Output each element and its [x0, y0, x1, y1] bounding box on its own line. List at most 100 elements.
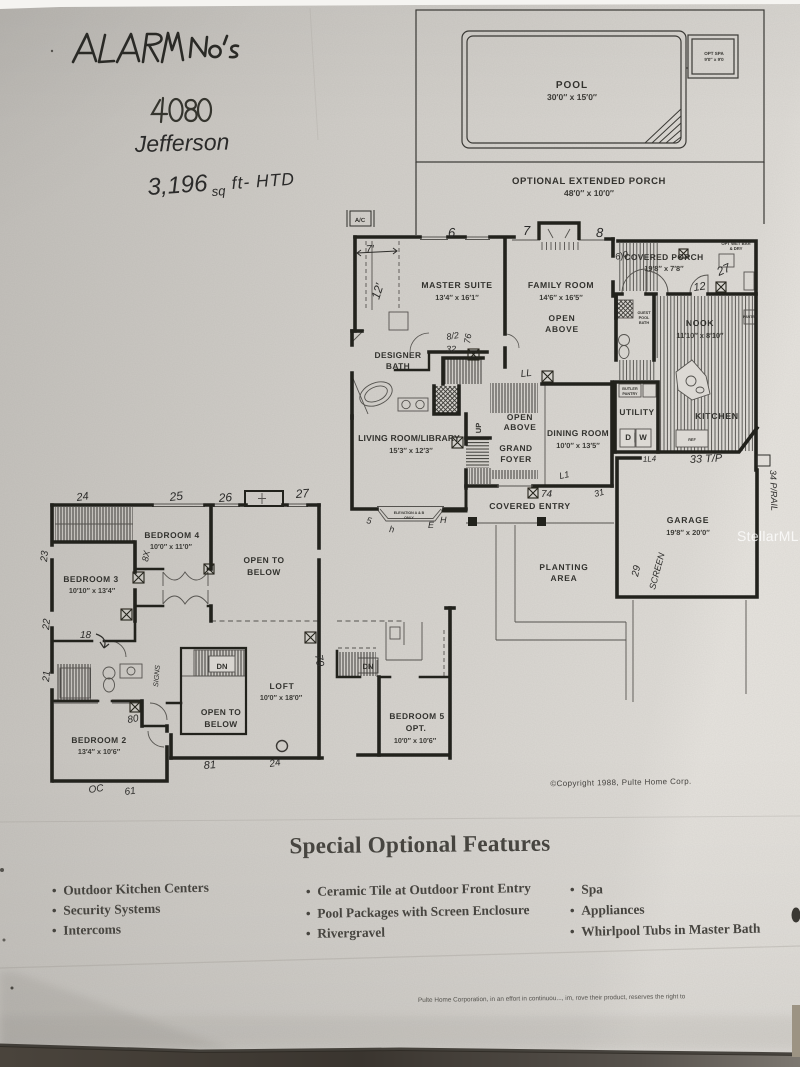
svg-text:31: 31 — [593, 487, 605, 499]
svg-text:15′3″ x 12′3″: 15′3″ x 12′3″ — [389, 446, 433, 455]
svg-text:E: E — [428, 520, 435, 530]
svg-text:OPEN: OPEN — [549, 313, 576, 323]
svg-text:Pulte Home Corporation, in an: Pulte Home Corporation, in an effort in … — [418, 993, 686, 1004]
svg-text:8: 8 — [596, 225, 604, 240]
svg-text:BATH: BATH — [386, 361, 410, 371]
svg-text:OPEN TO: OPEN TO — [243, 555, 284, 565]
svg-text:33 T/P: 33 T/P — [690, 452, 724, 466]
svg-text:24: 24 — [268, 757, 282, 770]
svg-text:ELEVATION A & B: ELEVATION A & B — [394, 511, 425, 515]
svg-text:7: 7 — [523, 223, 531, 238]
svg-text:LOFT: LOFT — [269, 681, 294, 691]
svg-text:18: 18 — [80, 630, 92, 641]
svg-text:22: 22 — [41, 618, 53, 631]
svg-text:10′0″ x 10′6″: 10′0″ x 10′6″ — [394, 736, 437, 745]
svg-text:FAMILY ROOM: FAMILY ROOM — [528, 280, 594, 290]
svg-text:GRAND: GRAND — [499, 443, 532, 453]
svg-text:Special Optional Features: Special Optional Features — [289, 831, 550, 860]
svg-text:KITCHEN: KITCHEN — [695, 411, 739, 421]
svg-text:19′8″ x 7′8″: 19′8″ x 7′8″ — [644, 264, 684, 273]
svg-text:3,196: 3,196 — [147, 170, 209, 201]
svg-text:h: h — [389, 524, 395, 534]
svg-text:ABOVE: ABOVE — [545, 324, 579, 334]
svg-text:MASTER SUITE: MASTER SUITE — [421, 280, 492, 290]
svg-text:27: 27 — [714, 260, 734, 279]
svg-text:OC: OC — [88, 783, 105, 796]
svg-text:6)0: 6)0 — [614, 249, 629, 262]
svg-text:OPEN TO: OPEN TO — [201, 707, 241, 717]
svg-text:COVERED PORCH: COVERED PORCH — [624, 252, 703, 262]
svg-text:10′0″ x 18′0″: 10′0″ x 18′0″ — [260, 693, 303, 702]
svg-text:32: 32 — [446, 344, 456, 354]
svg-text:GARAGE: GARAGE — [667, 515, 710, 525]
svg-text:76: 76 — [462, 333, 473, 344]
svg-text:48′0″ x 10′0″: 48′0″ x 10′0″ — [564, 188, 614, 198]
svg-text:DESIGNER: DESIGNER — [375, 350, 422, 360]
svg-text:DN: DN — [363, 662, 374, 671]
svg-text:A/C: A/C — [355, 217, 366, 224]
svg-text:D │ W: D │ W — [625, 432, 647, 443]
svg-text:14′6″ x 16′5″: 14′6″ x 16′5″ — [539, 293, 583, 302]
svg-text:ft- HTD: ft- HTD — [231, 169, 296, 193]
svg-text:81: 81 — [203, 759, 216, 772]
svg-text:12: 12 — [693, 280, 707, 294]
svg-text:26: 26 — [217, 490, 233, 505]
svg-text:SIGNS: SIGNS — [153, 665, 162, 688]
svg-text:80: 80 — [127, 713, 140, 726]
svg-text:• Intercoms: • Intercoms — [52, 922, 121, 938]
svg-text:13′4″ x 10′6″: 13′4″ x 10′6″ — [78, 747, 121, 756]
svg-text:10′10″ x 13′4″: 10′10″ x 13′4″ — [69, 586, 116, 595]
svg-text:BEDROOM 5: BEDROOM 5 — [389, 711, 444, 721]
svg-text:11′10″ x 8′10″: 11′10″ x 8′10″ — [676, 331, 724, 340]
svg-text:79: 79 — [312, 653, 326, 667]
svg-text:UTILITY: UTILITY — [619, 407, 654, 417]
svg-text:POOL: POOL — [556, 80, 588, 91]
svg-text:FOYER: FOYER — [500, 454, 531, 464]
svg-text:©Copyright 1988, Pulte Home Co: ©Copyright 1988, Pulte Home Corp. — [550, 777, 692, 788]
svg-text:GUEST: GUEST — [637, 311, 651, 315]
svg-text:DN: DN — [217, 662, 228, 671]
svg-text:Jefferson: Jefferson — [133, 129, 229, 157]
svg-text:61: 61 — [124, 786, 137, 798]
svg-text:74: 74 — [541, 489, 553, 500]
svg-text:BATH: BATH — [639, 321, 650, 325]
svg-text:OPT SPA: OPT SPA — [704, 51, 724, 56]
svg-text:COVERED ENTRY: COVERED ENTRY — [489, 501, 571, 511]
svg-text:BUTLER: BUTLER — [622, 387, 638, 391]
svg-text:7′: 7′ — [365, 243, 375, 256]
svg-text:ABOVE: ABOVE — [504, 422, 537, 432]
svg-text:StellarMLS: StellarMLS — [737, 528, 800, 544]
svg-text:1L4: 1L4 — [643, 454, 657, 464]
svg-text:BEDROOM 4: BEDROOM 4 — [144, 530, 199, 540]
svg-text:• Appliances: • Appliances — [570, 902, 645, 918]
svg-text:DINING ROOM: DINING ROOM — [547, 428, 609, 438]
svg-text:21: 21 — [41, 670, 53, 683]
svg-text:ONLY: ONLY — [404, 516, 414, 520]
svg-text:OPEN: OPEN — [507, 412, 533, 422]
svg-text:& DRY: & DRY — [730, 246, 743, 251]
svg-text:25: 25 — [168, 489, 184, 504]
svg-text:OPTIONAL EXTENDED PORCH: OPTIONAL EXTENDED PORCH — [512, 176, 666, 187]
svg-text:OPT WET BAR: OPT WET BAR — [721, 241, 750, 246]
svg-text:30′0″ x 15′0″: 30′0″ x 15′0″ — [547, 92, 597, 102]
svg-text:OPT.: OPT. — [406, 723, 427, 733]
svg-text:BEDROOM 2: BEDROOM 2 — [71, 735, 126, 745]
svg-text:8/2: 8/2 — [446, 330, 460, 342]
svg-text:REF: REF — [688, 438, 696, 442]
svg-text:• Whirlpool Tubs in Master Bat: • Whirlpool Tubs in Master Bath — [570, 921, 761, 939]
svg-text:5: 5 — [366, 515, 374, 526]
svg-text:24: 24 — [75, 490, 90, 504]
svg-text:LL: LL — [520, 368, 532, 380]
svg-text:8X: 8X — [140, 549, 152, 563]
svg-text:12′: 12′ — [369, 281, 387, 301]
svg-text:29: 29 — [630, 564, 643, 579]
svg-text:LIVING ROOM/LIBRARY: LIVING ROOM/LIBRARY — [358, 433, 460, 443]
svg-text:19′8″ x 20′0″: 19′8″ x 20′0″ — [666, 528, 710, 537]
svg-text:• Pool Packages with Screen En: • Pool Packages with Screen Enclosure — [306, 902, 530, 921]
svg-text:• Ceramic Tile at Outdoor Fron: • Ceramic Tile at Outdoor Front Entry — [306, 880, 532, 899]
svg-text:PANTRY: PANTRY — [622, 392, 638, 396]
svg-text:UP: UP — [474, 423, 483, 433]
svg-text:23: 23 — [39, 550, 51, 563]
svg-text:POOL: POOL — [639, 316, 650, 320]
svg-text:sq: sq — [211, 183, 227, 199]
